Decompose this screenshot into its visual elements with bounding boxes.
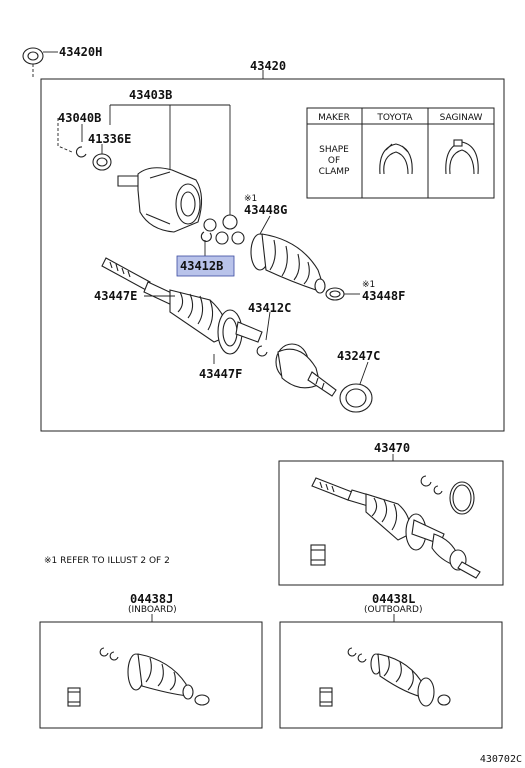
tripod-joint <box>203 214 245 245</box>
label-41336E: 41336E <box>88 132 131 146</box>
main-assembly-frame <box>40 78 505 432</box>
sublabel-outboard: (OUTBOARD) <box>364 605 422 615</box>
sublabel-inboard: (INBOARD) <box>128 605 177 615</box>
table-header-maker: MAKER <box>318 113 350 123</box>
highlight-43412B <box>176 255 235 277</box>
reference-note: ※1 REFER TO ILLUST 2 OF 2 <box>44 556 170 566</box>
label-43448G: 43448G <box>244 203 287 217</box>
label-04438L: 04438L <box>372 592 415 606</box>
seal-43420H <box>22 47 44 65</box>
illustration-code: 430702C <box>480 754 522 765</box>
dust-seal-43247C <box>339 383 373 413</box>
clip-43040B <box>75 146 87 158</box>
label-43420H: 43420H <box>59 45 102 59</box>
label-43040B: 43040B <box>58 111 101 125</box>
outer-race-housing <box>117 167 203 233</box>
clamp-43448F <box>325 287 345 301</box>
table-row-label-line3: CLAMP <box>319 167 350 177</box>
inboard-boot-kit <box>67 647 210 707</box>
label-43447E: 43447E <box>94 289 137 303</box>
marker-43448F: ※1 <box>362 280 375 290</box>
small-clip-43470 <box>433 485 443 495</box>
label-43470: 43470 <box>374 441 410 455</box>
kit-04438L-frame <box>279 621 503 729</box>
ring-41336E <box>92 153 112 171</box>
table-row-label-line1: SHAPE <box>319 145 349 155</box>
label-43420: 43420 <box>250 59 286 73</box>
label-43447F: 43447F <box>199 367 242 381</box>
label-43448F: 43448F <box>362 289 405 303</box>
outboard-joint <box>275 343 337 397</box>
label-04438J: 04438J <box>130 592 173 606</box>
saginaw-clamp-shape <box>445 139 479 175</box>
grease-tube-43470 <box>310 544 326 566</box>
kit-04438J-frame <box>39 621 263 729</box>
label-43412C: 43412C <box>248 301 291 315</box>
snap-ring-43412C <box>256 345 268 357</box>
table-row-label-line2: OF <box>328 156 340 166</box>
drive-shaft-43447E <box>101 257 263 355</box>
label-43412B: 43412B <box>180 259 223 273</box>
clamp-shape-table: MAKER TOYOTA SAGINAW SHAPE OF CLAMP <box>306 107 495 199</box>
marker-43448G: ※1 <box>244 194 257 204</box>
toyota-clamp-shape <box>379 143 413 175</box>
complete-shaft-assembly-43470 <box>311 477 481 579</box>
assembly-43470-frame <box>278 460 504 586</box>
large-clamp-43470 <box>449 481 475 515</box>
label-43247C: 43247C <box>337 349 380 363</box>
table-header-saginaw: SAGINAW <box>440 113 483 123</box>
label-43403B: 43403B <box>129 88 172 102</box>
outboard-boot-kit <box>319 647 451 707</box>
table-header-toyota: TOYOTA <box>376 113 413 123</box>
snap-ring-43470 <box>420 475 432 487</box>
snap-ring-43412B <box>200 231 212 242</box>
boot-43448G <box>250 233 326 294</box>
